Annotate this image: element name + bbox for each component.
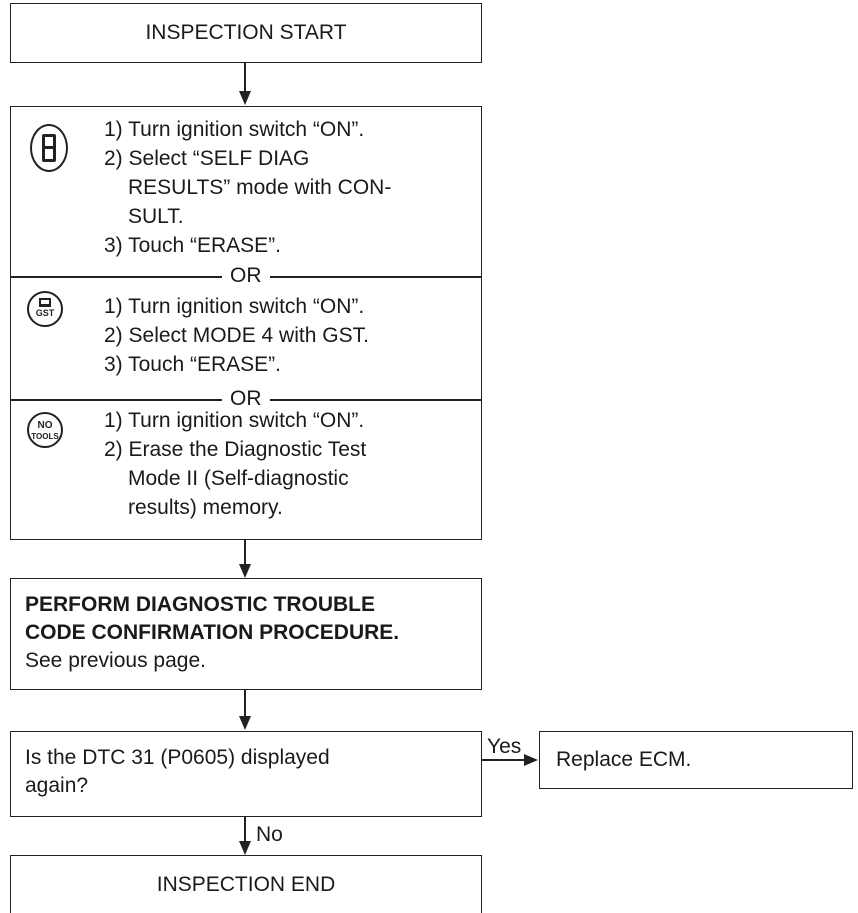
connector-yes [482, 759, 526, 761]
arrow-to-decision [239, 716, 251, 730]
consult-tool-icon [30, 124, 68, 172]
gst-tool-icon: GST [27, 291, 63, 327]
inspection-start-label: INSPECTION START [145, 21, 347, 44]
perform-dtc-confirmation-box: PERFORM DIAGNOSTIC TROUBLE CODE CONFIRMA… [10, 578, 482, 690]
arrow-yes [524, 754, 538, 766]
consult-step-2: 2) Select “SELF DIAG [104, 147, 310, 170]
yes-label: Yes [487, 735, 522, 758]
gst-step-2: 2) Select MODE 4 with GST. [104, 324, 369, 347]
gst-icon-text: GST [36, 308, 55, 318]
gst-device-glyph: GST [36, 298, 55, 318]
no-tools-step-2-cont-b: results) memory. [128, 496, 283, 519]
no-label: No [256, 823, 283, 846]
no-tools-step-2: 2) Erase the Diagnostic Test [104, 438, 367, 461]
or-label-1: OR [222, 265, 270, 287]
gst-step-3: 3) Touch “ERASE”. [104, 353, 282, 376]
inspection-end-label: INSPECTION END [156, 873, 336, 896]
consult-device-glyph [42, 134, 56, 162]
no-tools-text-2: TOOLS [31, 432, 59, 441]
connector-perform-to-decision [244, 690, 246, 718]
inspection-end-box: INSPECTION END [10, 855, 482, 913]
connector-no [244, 817, 246, 843]
or-label-2: OR [222, 388, 270, 410]
replace-ecm-label: Replace ECM. [556, 748, 692, 771]
arrow-no [239, 841, 251, 855]
arrow-to-perform [239, 564, 251, 578]
erase-procedure-box [10, 106, 482, 540]
consult-step-2-cont-b: SULT. [128, 205, 184, 228]
decision-line-2: again? [25, 774, 89, 797]
perform-line-2: CODE CONFIRMATION PROCEDURE. [25, 621, 400, 644]
no-tools-text-1: NO [38, 420, 53, 431]
consult-step-1: 1) Turn ignition switch “ON”. [104, 118, 365, 141]
perform-line-1: PERFORM DIAGNOSTIC TROUBLE [25, 593, 375, 616]
arrow-to-procedure [239, 91, 251, 105]
consult-step-3: 3) Touch “ERASE”. [104, 234, 282, 257]
perform-line-3: See previous page. [25, 649, 206, 672]
gst-step-1: 1) Turn ignition switch “ON”. [104, 295, 365, 318]
decision-line-1: Is the DTC 31 (P0605) displayed [25, 746, 330, 769]
no-tools-icon: NO TOOLS [27, 412, 63, 448]
no-tools-step-1: 1) Turn ignition switch “ON”. [104, 409, 365, 432]
consult-step-2-cont-a: RESULTS” mode with CON- [128, 176, 392, 199]
replace-ecm-box: Replace ECM. [539, 731, 853, 789]
no-tools-step-2-cont-a: Mode II (Self-diagnostic [128, 467, 349, 490]
connector-start-to-procedure [244, 63, 246, 93]
dtc-displayed-decision-box: Is the DTC 31 (P0605) displayed again? [10, 731, 482, 817]
connector-procedure-to-perform [244, 540, 246, 566]
inspection-start-box: INSPECTION START [10, 3, 482, 63]
no-tools-glyph: NO TOOLS [31, 420, 59, 441]
